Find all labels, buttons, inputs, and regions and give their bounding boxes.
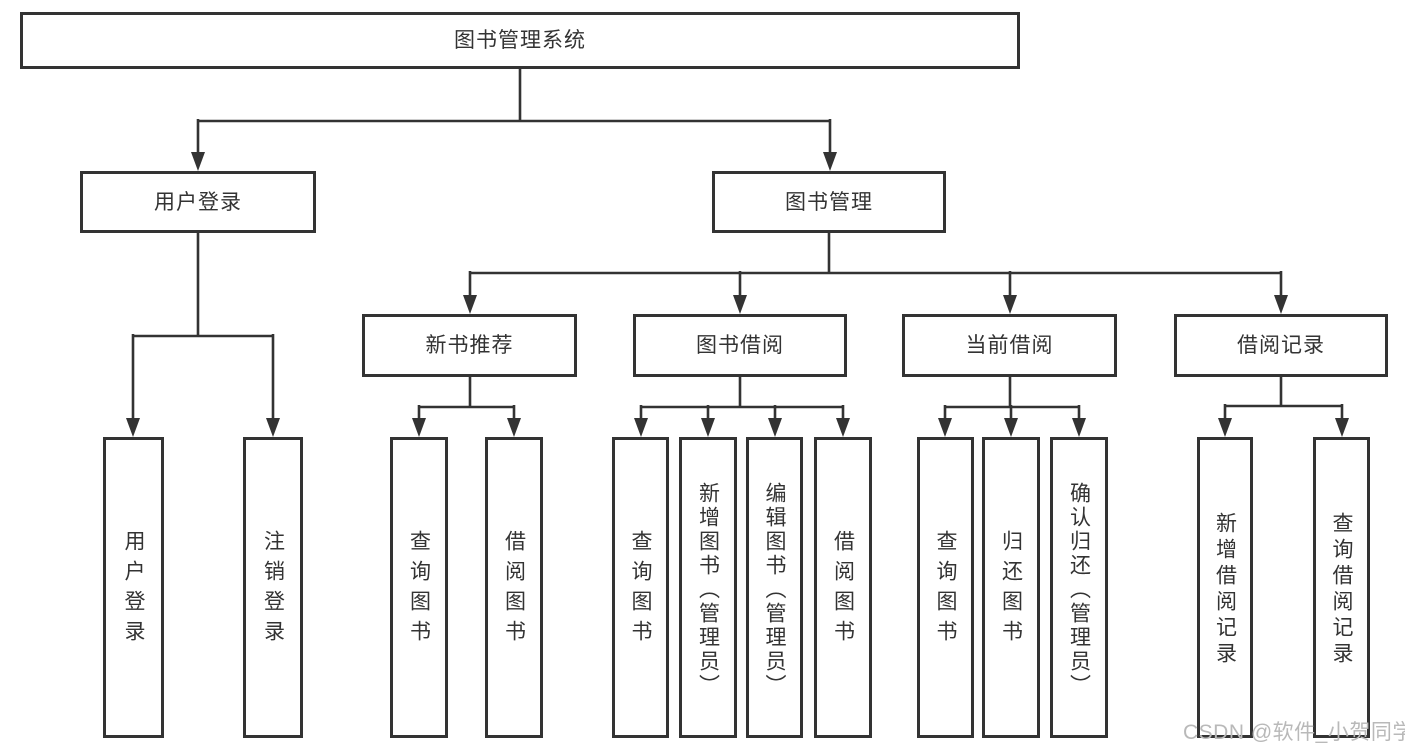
node-add-book-admin: 新增图书（管理员）: [679, 437, 737, 738]
node-return-books: 归还图书: [982, 437, 1040, 738]
node-current-borrow: 当前借阅: [902, 314, 1117, 377]
node-query-books-1: 查询图书: [390, 437, 448, 738]
node-query-books-3: 查询图书: [917, 437, 974, 738]
node-query-books-2: 查询图书: [612, 437, 669, 738]
node-query-borrow-record: 查询借阅记录: [1313, 437, 1370, 738]
node-root: 图书管理系统: [20, 12, 1020, 69]
node-borrow-records: 借阅记录: [1174, 314, 1388, 377]
node-edit-book-admin: 编辑图书（管理员）: [746, 437, 803, 738]
node-book-borrow: 图书借阅: [633, 314, 847, 377]
node-confirm-return-admin: 确认归还（管理员）: [1050, 437, 1108, 738]
node-borrow-books-1: 借阅图书: [485, 437, 543, 738]
node-logout: 注销登录: [243, 437, 303, 738]
node-borrow-books-2: 借阅图书: [814, 437, 872, 738]
node-book-management: 图书管理: [712, 171, 946, 233]
watermark: CSDN @软件_小贺同学: [1183, 721, 1405, 744]
node-add-borrow-record: 新增借阅记录: [1197, 437, 1253, 738]
node-user-login: 用户登录: [80, 171, 316, 233]
node-new-book-recommend: 新书推荐: [362, 314, 577, 377]
node-user-login-leaf: 用户登录: [103, 437, 164, 738]
